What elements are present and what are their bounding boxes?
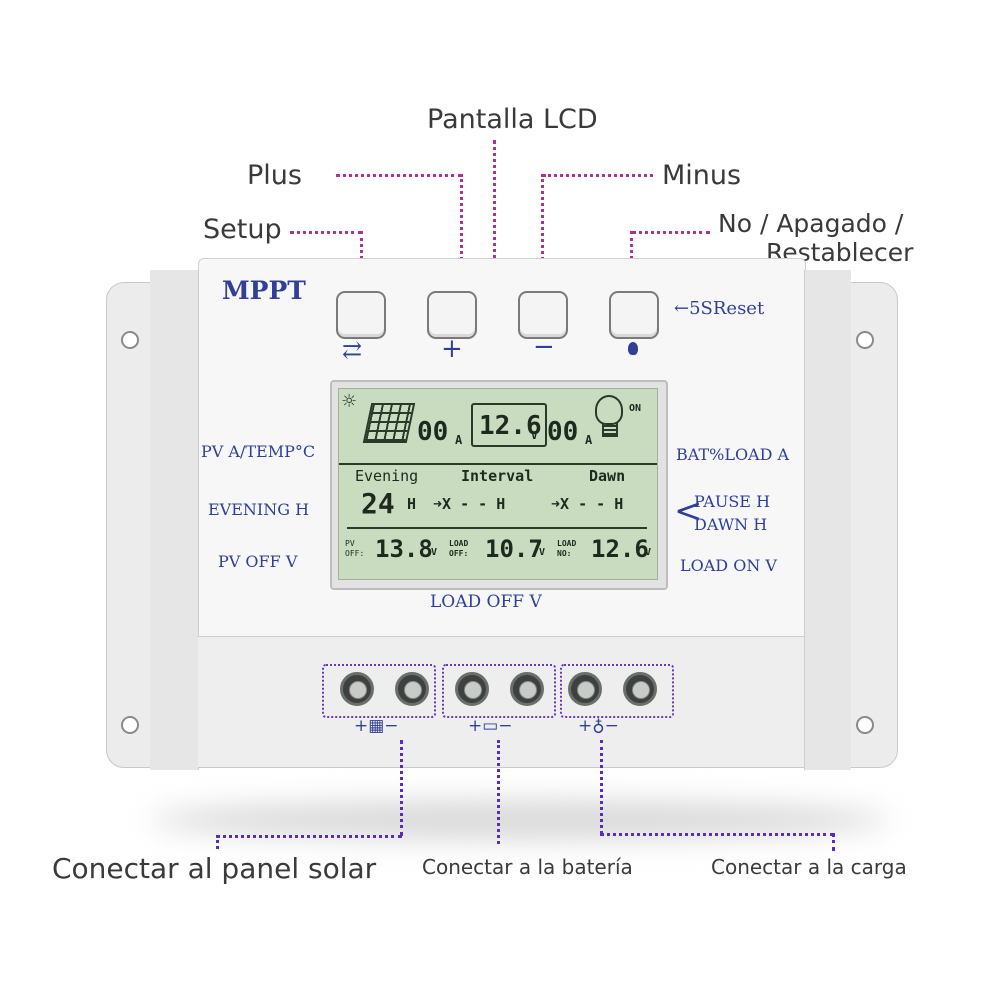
mount-hole-top-right bbox=[856, 331, 874, 349]
solar-terminal-group bbox=[322, 664, 436, 718]
solar-positive-terminal[interactable] bbox=[340, 672, 374, 706]
minus-leader-horizontal bbox=[543, 174, 653, 177]
terminal-block-housing bbox=[198, 636, 804, 767]
load-negative-terminal[interactable] bbox=[623, 672, 657, 706]
lightbulb-base-icon bbox=[602, 423, 618, 437]
lcd-load-unit: A bbox=[585, 433, 593, 447]
bracket-icon: < bbox=[674, 491, 703, 531]
lcd-dawn-value: ➜X - - H bbox=[551, 495, 624, 513]
lcd-interval-value: ➜X - - H bbox=[433, 495, 506, 513]
lcd-battery-unit: V bbox=[531, 429, 538, 442]
minus-leader-vertical bbox=[541, 174, 544, 289]
lcd-evening-hours-unit: H bbox=[407, 495, 417, 513]
battery-positive-terminal[interactable] bbox=[455, 672, 489, 706]
lcd-evening-value: 24 bbox=[361, 487, 395, 520]
lcd-load-off-value: 10.7 bbox=[485, 535, 543, 563]
lcd-load-no-unit: V bbox=[645, 547, 652, 558]
battery-terminal-symbol: +▭− bbox=[468, 716, 513, 736]
callout-setup: Setup bbox=[203, 214, 282, 245]
solar-leader-vertical bbox=[400, 740, 403, 836]
minus-button[interactable] bbox=[518, 291, 568, 339]
mount-hole-bottom-left bbox=[121, 716, 139, 734]
lcd-load-off-label: LOAD OFF: bbox=[449, 539, 469, 558]
load-terminal-symbol: +♁− bbox=[578, 716, 619, 736]
solar-leader-down bbox=[216, 835, 219, 849]
load-leader-horizontal bbox=[600, 833, 834, 836]
label-pv-amp-temp: PV A/TEMP°C bbox=[201, 442, 316, 461]
plus-button[interactable] bbox=[427, 291, 477, 339]
device-left-rail bbox=[150, 270, 199, 770]
lcd-pv-off-value: 13.8 bbox=[375, 535, 433, 563]
lcd-battery-voltage: 12.6 bbox=[479, 411, 542, 441]
swap-arrows-icon: ⇄ bbox=[342, 336, 363, 364]
lcd-pv-unit: A bbox=[455, 433, 463, 447]
label-load-off-volts: LOAD OFF V bbox=[430, 592, 542, 612]
plus-icon: + bbox=[441, 334, 463, 364]
lcd-evening-label: Evening bbox=[355, 467, 419, 485]
callout-minus: Minus bbox=[662, 160, 742, 191]
lcd-load-no-label: LOAD NO: bbox=[557, 539, 577, 558]
battery-terminal-group bbox=[442, 664, 556, 718]
load-leader-down bbox=[832, 833, 835, 851]
lcd-divider-top bbox=[339, 463, 657, 465]
callout-lcd: Pantalla LCD bbox=[427, 104, 598, 135]
mount-hole-bottom-right bbox=[856, 716, 874, 734]
solar-terminal-symbol: +▦− bbox=[354, 716, 399, 736]
label-bat-load-amp: BAT%LOAD A bbox=[676, 445, 790, 464]
lcd-load-current: 00 bbox=[547, 417, 579, 447]
callout-plus: Plus bbox=[247, 160, 302, 191]
battery-leader-vertical bbox=[497, 740, 500, 844]
label-evening-hours: EVENING H bbox=[208, 500, 310, 519]
reset-button[interactable] bbox=[609, 291, 659, 339]
lcd-load-no-value: 12.6 bbox=[591, 535, 649, 563]
lcd-on-label: ON bbox=[629, 403, 642, 414]
load-terminal-group bbox=[560, 664, 674, 718]
label-pv-off-volts: PV OFF V bbox=[218, 552, 298, 571]
lcd-pv-current: 00 bbox=[417, 417, 449, 447]
label-dawn-hours: DAWN H bbox=[694, 515, 768, 534]
lcd-load-off-unit: V bbox=[539, 547, 546, 558]
lcd-pv-off-label: PV OFF: bbox=[345, 539, 365, 558]
brand-label: MPPT bbox=[222, 276, 306, 305]
setup-button[interactable] bbox=[336, 291, 386, 339]
plus-leader-vertical bbox=[460, 174, 463, 289]
callout-load: Conectar a la carga bbox=[711, 855, 907, 879]
lightbulb-icon bbox=[595, 395, 623, 425]
plus-leader-horizontal bbox=[336, 174, 462, 177]
label-pause-hours: PAUSE H bbox=[694, 492, 771, 511]
device-right-rail bbox=[804, 270, 851, 770]
load-leader-vertical bbox=[600, 740, 603, 834]
bulb-icon bbox=[628, 342, 638, 355]
lcd-screen: ☼ 00 A 12.6 V 00 A ON Evening Interval D… bbox=[338, 388, 658, 580]
lcd-pv-off-unit: V bbox=[431, 547, 438, 558]
mount-hole-top-left bbox=[121, 331, 139, 349]
solar-negative-terminal[interactable] bbox=[395, 672, 429, 706]
lcd-divider-mid bbox=[347, 527, 647, 529]
label-load-on-volts: LOAD ON V bbox=[680, 556, 777, 575]
battery-icon bbox=[471, 403, 547, 447]
callout-off-reset-line1: No / Apagado / bbox=[718, 209, 904, 238]
sun-icon: ☼ bbox=[341, 391, 358, 412]
setup-leader-horizontal bbox=[290, 231, 362, 234]
reset-label: ←5SReset bbox=[674, 298, 765, 319]
callout-solar: Conectar al panel solar bbox=[52, 852, 377, 885]
minus-icon: − bbox=[533, 332, 555, 362]
load-positive-terminal[interactable] bbox=[568, 672, 602, 706]
solar-leader-horizontal bbox=[216, 835, 402, 838]
battery-negative-terminal[interactable] bbox=[510, 672, 544, 706]
reset-leader-horizontal bbox=[632, 231, 710, 234]
lcd-dawn-label: Dawn bbox=[589, 467, 626, 485]
callout-battery: Conectar a la batería bbox=[422, 855, 633, 879]
lcd-interval-label: Interval bbox=[461, 467, 534, 485]
solar-panel-icon bbox=[362, 403, 416, 443]
